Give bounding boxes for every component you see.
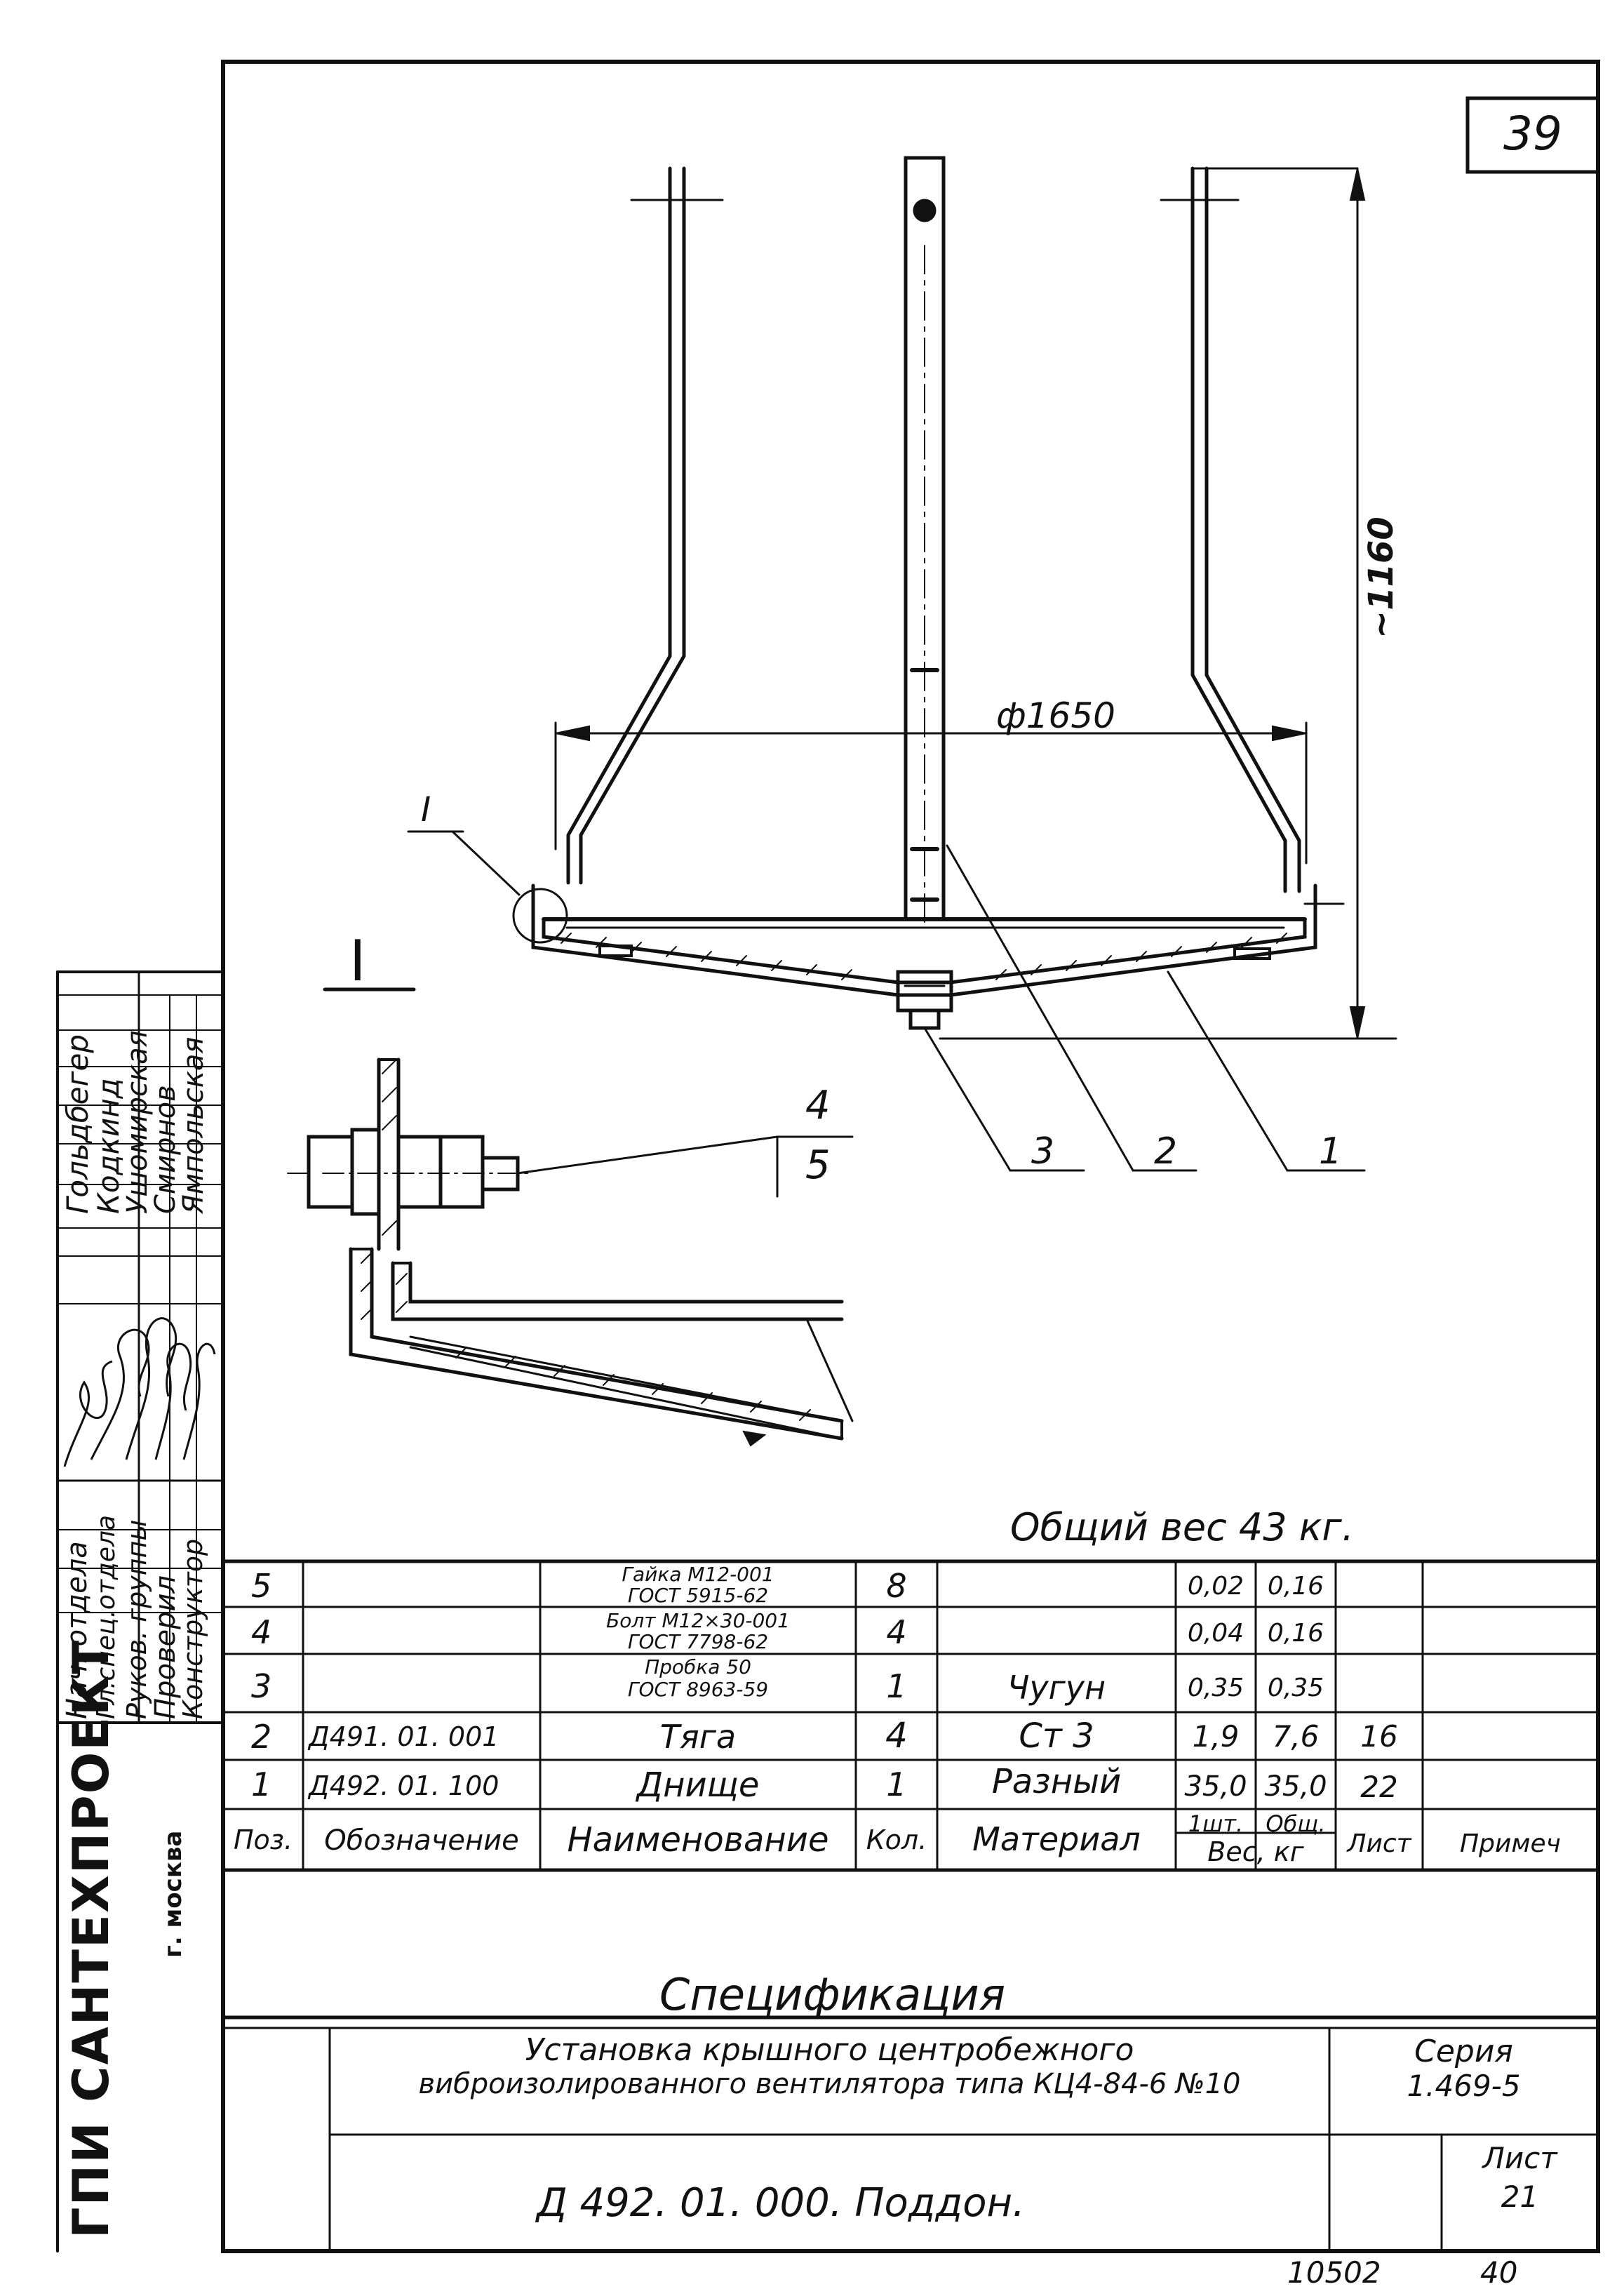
qty-cell: 4	[885, 1715, 908, 1756]
position-3-label: 3	[1031, 1130, 1055, 1173]
series-label: Серия	[1414, 2034, 1513, 2069]
designation-cell: Д492. 01. 100	[309, 1770, 499, 1801]
header-weight-unit: 1шт.	[1188, 1810, 1244, 1837]
pos-cell: 3	[251, 1667, 272, 1705]
material-cell: Ст 3	[1019, 1716, 1094, 1756]
weight-total-cell: 0,16	[1267, 1619, 1324, 1648]
header-material: Материал	[972, 1820, 1141, 1858]
name-cell-line2: ГОСТ 5915-62	[627, 1584, 769, 1607]
position-1-label: 1	[1319, 1130, 1343, 1173]
name-cell-line1: Гайка М12-001	[622, 1563, 774, 1586]
sheet-cell: 22	[1360, 1770, 1398, 1804]
weight-total-cell: 0,16	[1267, 1572, 1324, 1601]
signature-2	[90, 1328, 150, 1460]
header-weight: Вес, кг	[1207, 1836, 1304, 1867]
qty-cell: 4	[886, 1613, 907, 1651]
name-cell-line1: Болт М12×30-001	[606, 1609, 790, 1632]
detail-view	[287, 987, 854, 1447]
designation-cell: Д491. 01. 001	[309, 1721, 499, 1752]
spec-table-grid	[221, 1559, 1600, 2029]
name-cell-line2: ГОСТ 8963-59	[627, 1678, 769, 1701]
weight-total-cell: 0,35	[1267, 1674, 1324, 1702]
weight-unit-cell: 1,9	[1192, 1719, 1240, 1754]
pos-cell: 4	[251, 1613, 272, 1651]
qty-cell: 1	[886, 1667, 907, 1705]
page-number: 40	[1480, 2255, 1518, 2290]
title-block-grid	[328, 2027, 1599, 2252]
series-value: 1.469-5	[1407, 2069, 1521, 2103]
weight-total-cell: 35,0	[1264, 1770, 1327, 1803]
sheet-value: 21	[1501, 2180, 1539, 2214]
signature-4	[154, 1342, 192, 1460]
sheet-number-box	[1465, 96, 1600, 174]
header-qty: Кол.	[866, 1824, 927, 1855]
signature-3	[125, 1317, 177, 1460]
spec-title: Спецификация	[659, 1969, 1006, 2020]
pos-cell: 2	[251, 1718, 272, 1756]
drawing-title: Д 492. 01. 000. Поддон.	[537, 2180, 1025, 2226]
name-cell-line1: Пробка 50	[645, 1655, 751, 1678]
description-line1: Установка крышного центробежного	[525, 2032, 1134, 2068]
position-5-label: 5	[805, 1142, 831, 1188]
position-2-label: 2	[1154, 1130, 1178, 1173]
name-4: Смирнов	[149, 1085, 182, 1214]
material-cell: Разный	[991, 1762, 1122, 1801]
name-cell: Днище	[636, 1766, 760, 1805]
diameter-dimension: ф1650	[996, 695, 1115, 736]
weight-total-cell: 7,6	[1272, 1719, 1320, 1754]
qty-cell: 8	[886, 1567, 907, 1605]
weight-unit-cell: 0,02	[1187, 1572, 1244, 1601]
name-5: Ямпольская	[177, 1036, 210, 1214]
material-cell: Чугун	[1007, 1669, 1106, 1707]
total-weight: Общий вес 43 кг.	[1010, 1505, 1354, 1549]
name-3: Ушомирская	[121, 1030, 154, 1214]
pos-cell: 1	[251, 1766, 272, 1803]
detail-title: I	[349, 928, 366, 994]
sheet-label: Лист	[1482, 2141, 1557, 2175]
qty-cell: 1	[886, 1766, 907, 1803]
name-cell-line2: ГОСТ 7798-62	[627, 1630, 769, 1653]
header-designation: Обозначение	[324, 1824, 519, 1857]
detail-ref-label: I	[421, 790, 431, 829]
header-weight-total: Общ.	[1266, 1810, 1326, 1837]
position-4-label: 4	[805, 1083, 831, 1128]
name-2: Кодкинд	[91, 1078, 126, 1214]
name-1: Гольдбегер	[60, 1034, 95, 1214]
weight-unit-cell: 35,0	[1184, 1770, 1247, 1803]
drawing-frame	[221, 60, 1600, 2253]
assembly-view	[407, 156, 1397, 1172]
signature-1	[63, 1360, 113, 1467]
header-sheet: Лист	[1347, 1829, 1411, 1858]
archive-number: 10502	[1287, 2255, 1381, 2290]
header-note: Примеч	[1460, 1829, 1561, 1858]
header-name: Наименование	[567, 1820, 829, 1860]
weight-unit-cell: 0,04	[1187, 1619, 1244, 1648]
name-cell: Тяга	[659, 1718, 737, 1756]
weight-unit-cell: 0,35	[1187, 1674, 1244, 1702]
sheet-number: 39	[1503, 107, 1562, 161]
description-line2: виброизолированного вентилятора типа КЦ4…	[418, 2068, 1241, 2100]
sheet-cell: 16	[1360, 1719, 1398, 1754]
header-pos: Поз.	[233, 1824, 293, 1855]
pos-cell: 5	[251, 1567, 272, 1605]
signature-5	[182, 1342, 216, 1460]
